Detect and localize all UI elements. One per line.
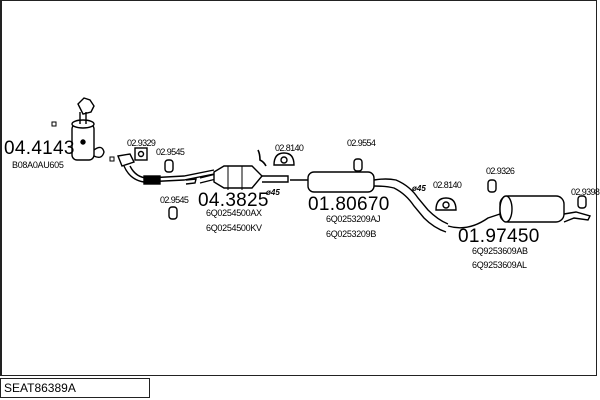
accessory-part-number[interactable]: 02.9554 [347, 138, 376, 148]
rear-silencer-icon[interactable] [447, 179, 592, 229]
front-pipe-icon[interactable] [117, 153, 215, 185]
oe-number: 6Q9253609AB [472, 246, 528, 256]
accessory-part-number[interactable]: 02.9545 [160, 195, 189, 205]
part-number-front-catalyst[interactable]: 04.4143 [4, 138, 75, 159]
diagram-frame [0, 0, 597, 376]
middle-catalyst-icon[interactable] [199, 149, 289, 190]
oe-number: 6Q9253609AL [472, 260, 527, 270]
part-number-middle-silencer[interactable]: 01.80670 [308, 194, 390, 215]
accessory-part-number[interactable]: 02.9545 [156, 147, 185, 157]
gasket-icon[interactable] [134, 147, 148, 161]
oe-number: 6Q0253209B [326, 229, 377, 239]
accessory-part-number[interactable]: 02.9329 [127, 138, 156, 148]
oe-number: 6Q0254500KV [206, 223, 262, 233]
diameter-label: ø45 [266, 188, 280, 197]
front-catalyst-icon[interactable] [51, 97, 115, 162]
accessory-part-number[interactable]: 02.9326 [486, 166, 515, 176]
accessory-part-number[interactable]: 02.8140 [275, 143, 304, 153]
oe-number: B08A0AU605 [12, 160, 64, 170]
accessory-part-number[interactable]: 02.9398 [571, 187, 600, 197]
accessory-part-number[interactable]: 02.8140 [433, 180, 462, 190]
clamp-icon[interactable] [273, 152, 295, 166]
oe-number: 6Q0254500AX [206, 208, 262, 218]
middle-silencer-icon[interactable] [290, 158, 449, 233]
part-number-middle-catalyst[interactable]: 04.3825 [198, 190, 269, 211]
diameter-label: ø45 [412, 184, 426, 193]
rubber-mount-icon[interactable] [164, 159, 178, 220]
oe-number: 6Q0253209AJ [326, 214, 381, 224]
clamp-icon[interactable] [435, 197, 457, 211]
reference-code: SEAT86389A [0, 378, 150, 398]
part-number-rear-silencer[interactable]: 01.97450 [458, 226, 540, 247]
